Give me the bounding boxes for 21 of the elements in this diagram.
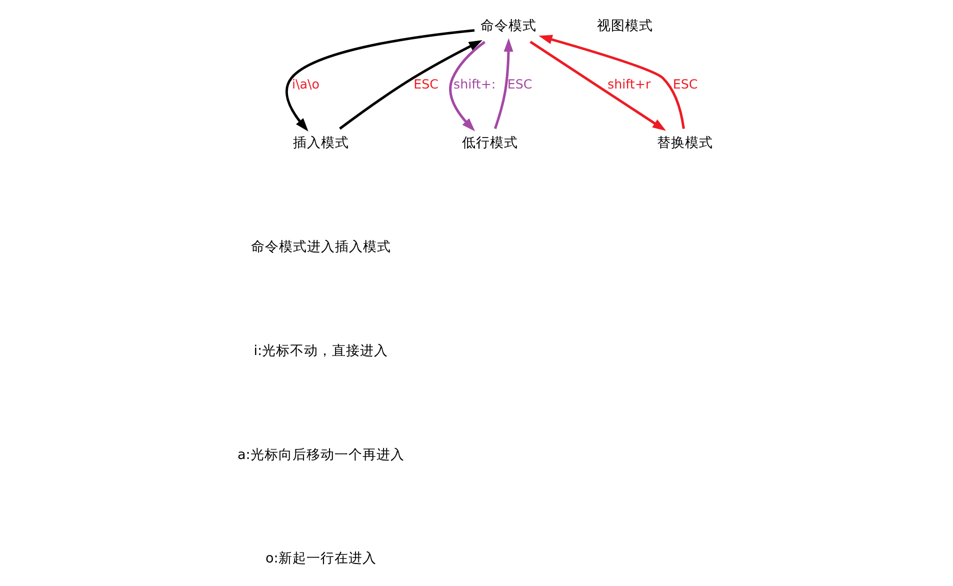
arrow bbox=[285, 29, 475, 132]
node-text: 插入模式 bbox=[292, 135, 349, 152]
edge-label: shift+r bbox=[608, 76, 651, 92]
arrow bbox=[339, 40, 482, 130]
label: i:光标不动，直接进入 bbox=[254, 342, 388, 359]
label: o:新起一行在进入 bbox=[266, 550, 376, 567]
edge-label: shift+: bbox=[454, 76, 496, 92]
node-text: 视图模式 bbox=[596, 18, 653, 34]
label: a:光标向后移动一个再进入 bbox=[238, 446, 404, 463]
edge-label: ESC bbox=[672, 76, 698, 92]
node-text: 低行模式 bbox=[462, 135, 518, 152]
arrow bbox=[530, 40, 666, 131]
edge-label: i\a\o bbox=[292, 76, 320, 92]
arrow bbox=[494, 38, 514, 130]
arrow bbox=[538, 34, 685, 129]
edge-label: ESC bbox=[507, 76, 532, 92]
edge-label: ESC bbox=[414, 76, 438, 92]
arrow bbox=[449, 40, 486, 132]
label: 命令模式进入插入模式 bbox=[250, 239, 391, 256]
node-text: 命令模式 bbox=[480, 18, 536, 34]
node-text: 替换模式 bbox=[656, 135, 713, 152]
